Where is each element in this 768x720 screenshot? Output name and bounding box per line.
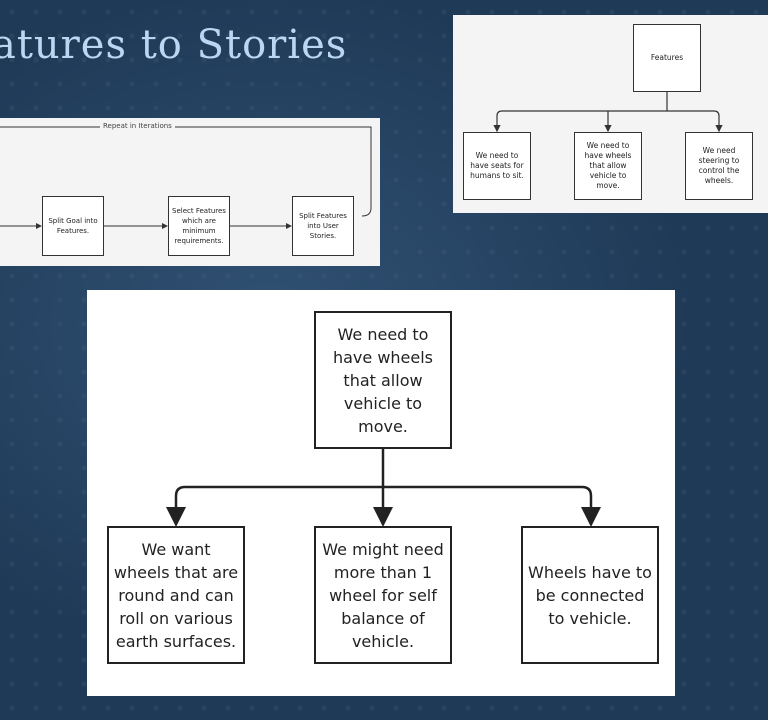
- flow-step-split-features: Split Features into User Stories.: [292, 196, 354, 256]
- user-stories-diagram: We need to have wheels that allow vehicl…: [87, 290, 675, 696]
- story-round-wheels-box: We want wheels that are round and can ro…: [107, 526, 245, 664]
- story-multiple-wheels-box: We might need more than 1 wheel for self…: [314, 526, 452, 664]
- slide-title: atures to Stories: [0, 22, 348, 68]
- repeat-loop-line: [0, 126, 372, 217]
- features-diagram: Features We need to have seats for human…: [453, 15, 768, 213]
- feature-steering-box: We need steering to control the wheels.: [685, 132, 753, 200]
- story-connected-wheels-box: Wheels have to be connected to vehicle.: [521, 526, 659, 664]
- feature-wheels-box: We need to have wheels that allow vehicl…: [574, 132, 642, 200]
- flow-step-select-features: Select Features which are minimum requir…: [168, 196, 230, 256]
- flow-connectors: [0, 126, 372, 229]
- repeat-iterations-label: Repeat in Iterations: [100, 121, 175, 131]
- feature-seats-box: We need to have seats for humans to sit.: [463, 132, 531, 200]
- story-root-box: We need to have wheels that allow vehicl…: [314, 311, 452, 449]
- flow-step-split-goal: Split Goal into Features.: [42, 196, 104, 256]
- stories-connectors: [166, 449, 601, 527]
- process-flow-diagram: Repeat in Iterations Split Goal into Fea…: [0, 118, 380, 266]
- features-root-box: Features: [633, 24, 701, 92]
- features-connectors: [493, 92, 723, 133]
